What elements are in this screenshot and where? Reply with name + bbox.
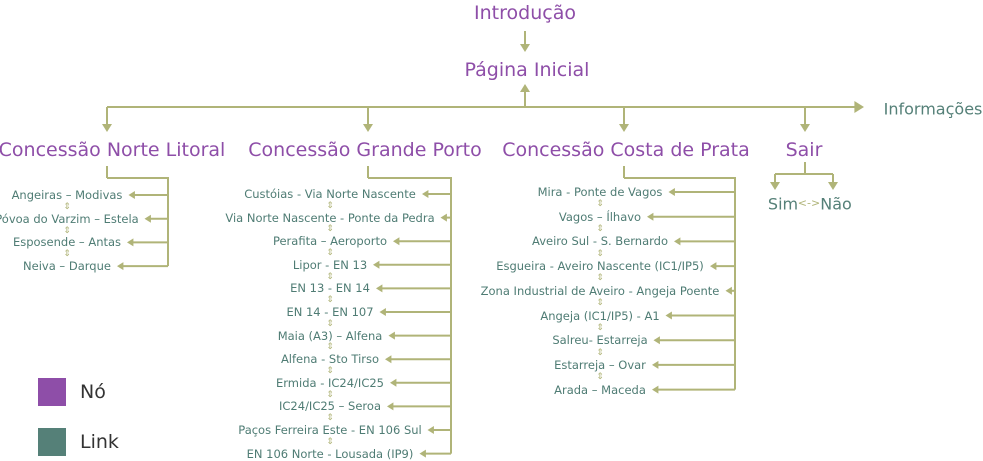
arrowhead-icon [388,331,395,340]
bidirectional-arrow-icon: ⇕ [596,224,604,235]
arrowhead-icon [674,237,681,246]
bidirectional-arrow-icon: ⇕ [326,413,334,424]
node-introducao[interactable]: Introdução [474,2,576,24]
legend-node-swatch [38,378,66,406]
link-item[interactable]: Salreu- Estarreja [552,333,648,348]
bidirectional-arrow-icon: ⇕ [596,322,604,333]
arrowhead-icon [385,355,392,364]
link-nao[interactable]: Não [820,194,852,214]
bidirectional-arrow-icon: ⇕ [596,199,604,210]
node-costa-de-prata[interactable]: Concessão Costa de Prata [502,139,750,161]
bidirectional-arrow-icon: ⇕ [63,225,71,236]
arrowhead-icon [770,182,780,190]
link-item[interactable]: Angeiras – Modivas [11,188,123,202]
link-sim[interactable]: Sim [767,194,799,214]
link-item[interactable]: Mira - Ponte de Vagos [537,185,663,199]
link-item[interactable]: Via Norte Nascente - Ponte da Pedra [225,210,435,225]
bidirectional-arrow-icon: ⇕ [326,436,334,447]
link-item[interactable]: EN 13 - EN 14 [290,281,370,296]
arrowhead-icon [422,190,429,198]
arrowhead-icon [144,214,151,223]
link-item[interactable]: Esgueira - Aveiro Nascente (IC1/IP5) [496,259,704,274]
link-item[interactable]: EN 106 Norte - Lousada (IP9) [246,446,414,461]
arrowhead-icon [652,385,659,394]
arrowhead-icon [668,188,675,196]
arrowhead-icon [619,124,629,132]
node-grande-porto[interactable]: Concessão Grande Porto [248,139,482,161]
bidirectional-arrow-icon: ⇕ [326,295,334,306]
bidirectional-arrow-icon: ⇕ [326,271,334,282]
bidirectional-arrow-icon: ⇕ [326,342,334,353]
arrowhead-icon [379,308,386,316]
link-item[interactable]: Póvoa do Varzim – Estela [0,211,139,226]
arrowhead-icon [440,213,447,222]
link-item[interactable]: Angeja (IC1/IP5) - A1 [540,308,660,323]
bidirectional-arrow-icon: ⇕ [63,249,71,260]
arrowhead-icon [390,378,397,387]
bidirectional-arrow-icon: ⇕ [596,372,604,383]
link-item[interactable]: Alfena - Sto Tirso [280,352,380,367]
link-item[interactable]: IC24/IC25 – Seroa [279,399,381,414]
arrowhead-icon [363,124,373,132]
node-pagina-inicial[interactable]: Página Inicial [464,59,590,81]
link-item[interactable]: Custóias - Via Norte Nascente [244,187,416,201]
bidirectional-arrow-icon: ⇕ [326,200,334,211]
link-item[interactable]: Aveiro Sul - S. Bernardo [532,234,668,249]
bidirectional-arrow-icon: ⇕ [326,318,334,329]
arrowhead-icon [647,212,654,221]
arrowhead-icon [800,124,810,132]
bidirectional-arrow-icon: ⇕ [596,347,604,358]
bidirectional-arrow-icon: <-> [797,196,821,210]
arrowhead-icon [128,191,135,199]
link-item[interactable]: Vagos – Ílhavo [558,209,642,224]
arrowhead-icon [117,262,124,271]
link-item[interactable]: Neiva – Darque [23,259,111,274]
arrowhead-icon [393,237,400,246]
link-informacoes[interactable]: Informações [883,99,983,119]
arrowhead-icon [373,260,380,269]
arrowhead-icon [665,311,672,320]
arrowhead-icon [520,44,530,52]
link-item[interactable]: Ermida - IC24/IC25 [276,375,384,390]
link-item[interactable]: Perafita – Aeroporto [272,234,388,249]
arrowhead-icon [419,449,426,458]
link-item[interactable]: Arada – Maceda [554,382,646,397]
arrowhead-icon [427,426,434,434]
arrowhead-icon [520,84,530,92]
arrowhead-icon [725,286,732,295]
link-item[interactable]: Estarreja – Ovar [554,357,646,372]
bidirectional-arrow-icon: ⇕ [326,366,334,376]
link-item[interactable]: EN 14 - EN 107 [286,305,374,319]
node-norte-litoral[interactable]: Concessão Norte Litoral [0,139,226,161]
arrowhead-icon [652,360,659,369]
bidirectional-arrow-icon: ⇕ [326,389,334,400]
link-item[interactable]: Maia (A3) – Alfena [277,328,383,343]
legend-link-label: Link [80,431,119,453]
arrowhead-icon [710,262,717,271]
legend-node-label: Nó [80,381,106,403]
bidirectional-arrow-icon: ⇕ [326,224,334,235]
bidirectional-arrow-icon: ⇕ [596,248,604,259]
link-item[interactable]: Lipor - EN 13 [292,257,368,272]
bidirectional-arrow-icon: ⇕ [63,201,71,212]
bidirectional-arrow-icon: ⇕ [326,248,334,258]
arrowhead-icon [102,124,112,132]
link-item[interactable]: Zona Industrial de Aveiro - Angeja Poent… [480,283,720,298]
arrowhead-icon [854,101,864,113]
node-sair[interactable]: Sair [785,139,823,161]
bidirectional-arrow-icon: ⇕ [596,273,604,284]
arrowhead-icon [653,336,660,345]
link-item[interactable]: Esposende – Antas [12,235,122,250]
arrowhead-icon [376,284,383,293]
legend-link-swatch [38,428,66,456]
arrowhead-icon [127,238,134,247]
link-item[interactable]: Paços Ferreira Este - EN 106 Sul [238,423,422,437]
arrowhead-icon [387,402,394,411]
arrowhead-icon [828,182,838,190]
bidirectional-arrow-icon: ⇕ [596,298,604,309]
